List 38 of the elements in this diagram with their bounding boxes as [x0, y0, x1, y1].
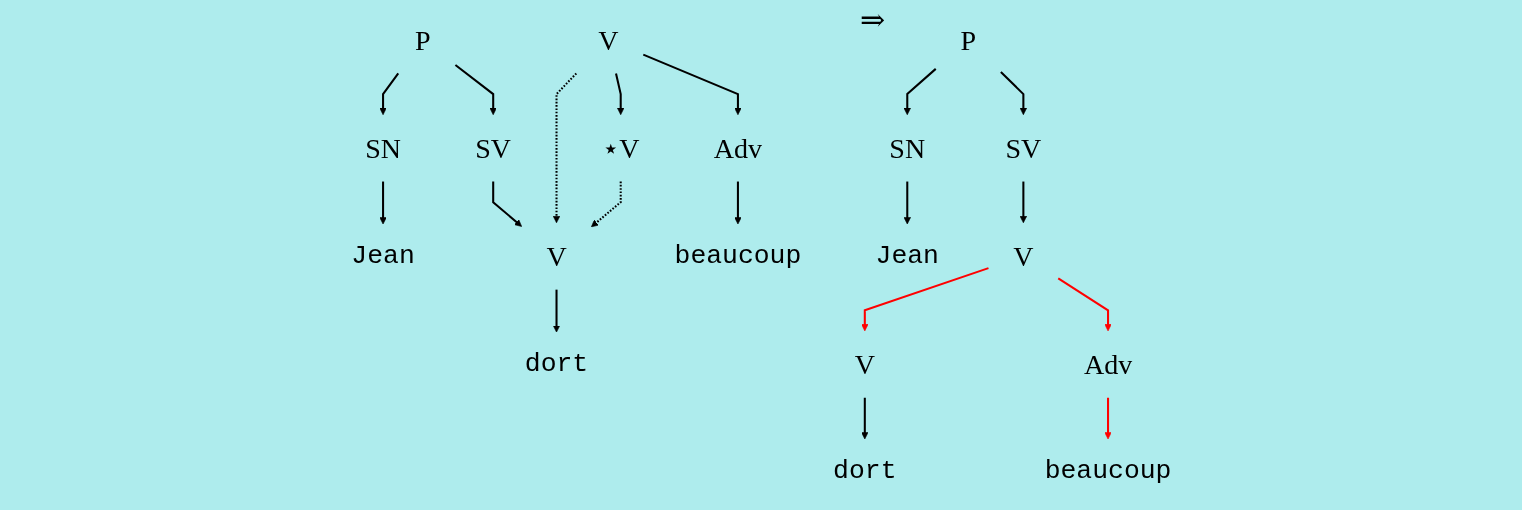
- node-text: ⋆V: [601, 132, 640, 164]
- node-text: dort: [524, 348, 588, 380]
- arrow: [454, 64, 497, 116]
- node-text: P: [960, 24, 976, 56]
- arrow: [379, 181, 387, 225]
- arrow: [552, 72, 577, 224]
- arrow: [491, 181, 522, 227]
- arrow: [999, 71, 1027, 116]
- node-text: Adv: [1083, 349, 1132, 380]
- arrow: [903, 68, 936, 116]
- node-text: Jean: [875, 240, 939, 272]
- arrow: [733, 181, 742, 225]
- node-text: V: [545, 240, 567, 272]
- arrow: [1019, 181, 1027, 224]
- node-text: beaucoup: [1044, 455, 1172, 487]
- arrow: [860, 397, 869, 440]
- arrow: [1057, 277, 1112, 332]
- node-text: V: [854, 349, 875, 380]
- node-text: beaucoup: [674, 240, 801, 272]
- node-text: Adv: [713, 132, 762, 164]
- node-text: dort: [832, 455, 897, 487]
- arrow: [860, 267, 989, 332]
- arrow: [903, 181, 911, 225]
- node-text: SN: [364, 132, 401, 164]
- arrow: [379, 72, 399, 116]
- arrow: [1104, 397, 1112, 440]
- arrow: [614, 73, 624, 116]
- implication-symbol: ⇒: [860, 2, 886, 37]
- node-text: SN: [888, 132, 925, 164]
- arrow: [552, 289, 560, 333]
- node-text: SV: [1005, 132, 1041, 164]
- node-text: P: [414, 24, 431, 56]
- node-text: Jean: [350, 240, 415, 272]
- node-text: SV: [474, 132, 511, 164]
- arrow: [590, 181, 622, 228]
- arrow: [642, 53, 742, 116]
- node-text: V: [597, 24, 619, 56]
- node-text: V: [1012, 240, 1034, 272]
